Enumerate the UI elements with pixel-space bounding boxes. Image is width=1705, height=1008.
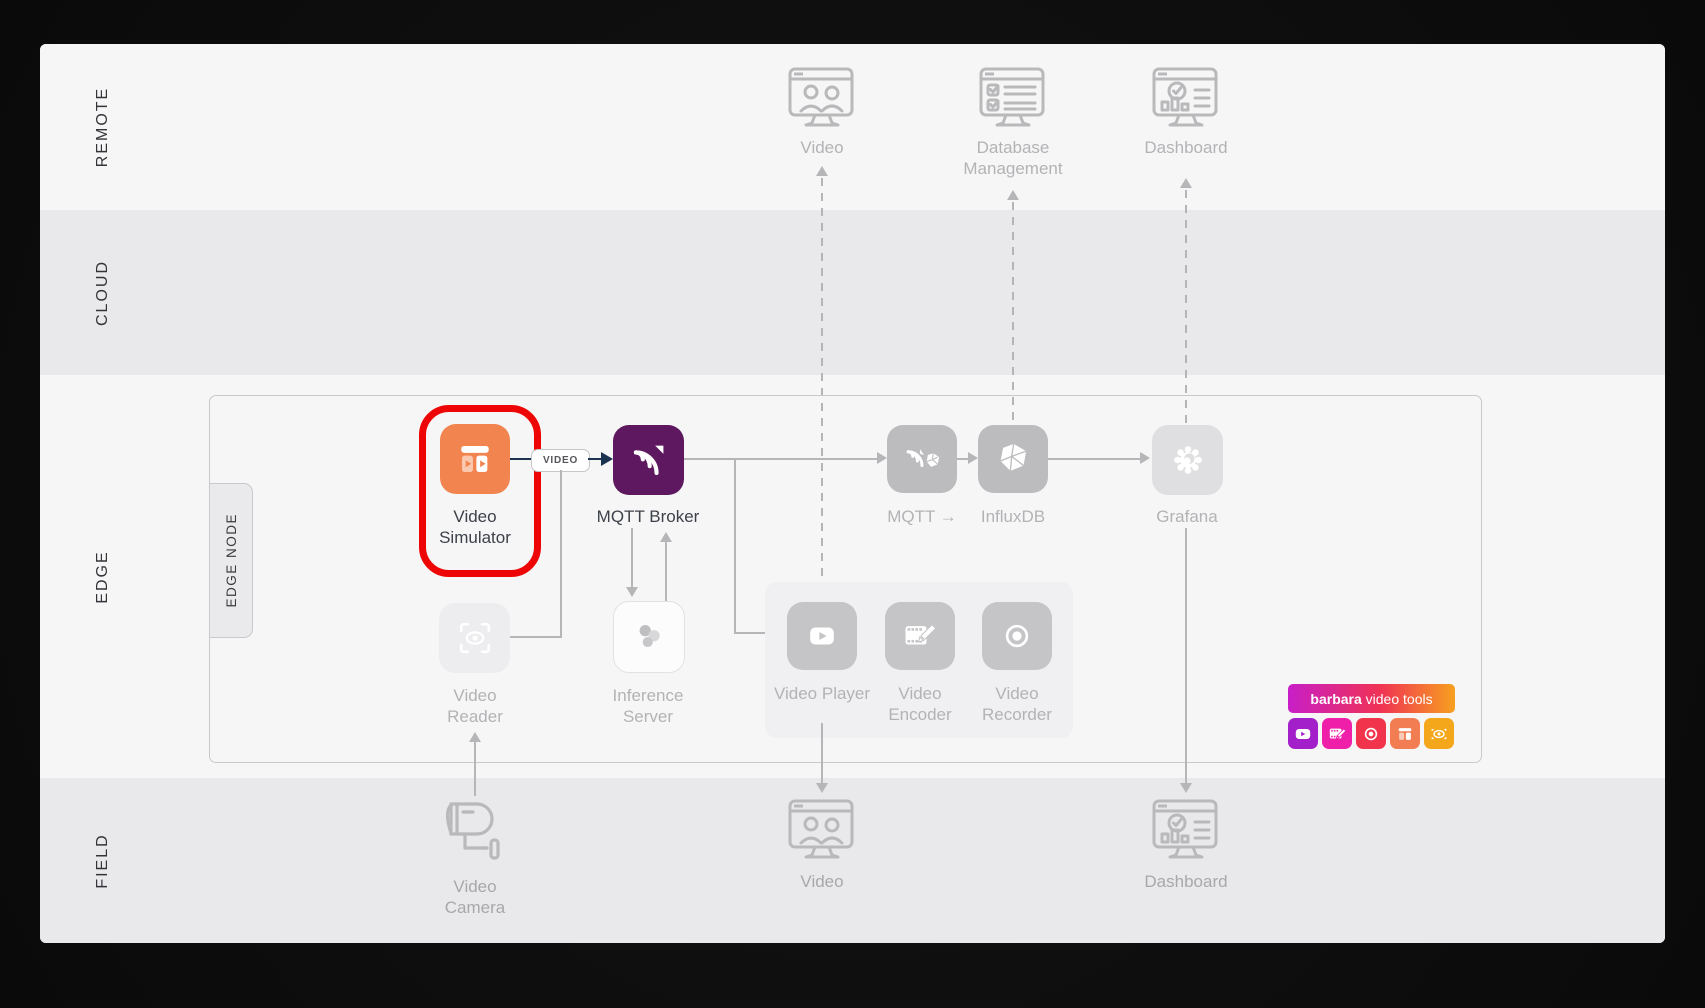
mqtt-influx-bridge-icon: [906, 449, 940, 468]
lane-field-label: FIELD: [94, 832, 111, 889]
lane-cloud: CLOUD: [40, 210, 1665, 375]
arrow-down-field-video: [816, 783, 828, 793]
flow-branch-down: [734, 458, 736, 634]
remote-database-label: Database Management: [963, 138, 1063, 178]
influxdb-node[interactable]: [978, 425, 1048, 493]
influxdb-label: InfluxDB: [980, 507, 1046, 526]
mqtt-broker-icon: [633, 445, 663, 476]
field-dashboard-monitor-icon: [1151, 798, 1221, 869]
dashed-link-influxdb-database: [1012, 202, 1014, 425]
grafana-label: Grafana: [1156, 507, 1218, 526]
inference-server-icon: [639, 625, 660, 648]
link-inference-to-broker: [665, 542, 667, 602]
mqtt-broker-node[interactable]: [613, 425, 684, 495]
arrow-into-broker: [601, 452, 613, 466]
inference-server-label: Inference Server: [612, 686, 684, 726]
flow-tag-to-broker: [588, 458, 603, 460]
dashed-link-grafana-dashboard: [1185, 190, 1187, 425]
video-reader-label: Video Reader: [447, 686, 503, 726]
remote-dashboard-label: Dashboard: [1144, 138, 1228, 157]
edge-node-tab: EDGE NODE: [209, 483, 253, 638]
arrow-into-grafana: [1140, 452, 1150, 464]
video-recorder-icon: [1005, 624, 1029, 648]
arrow-up-to-remote-dashboard: [1180, 178, 1192, 188]
field-video-label: Video: [800, 872, 844, 891]
arrow-up-to-remote-video: [816, 166, 828, 176]
arrow-into-bridge: [877, 452, 887, 464]
video-simulator-label: Video Simulator: [439, 507, 511, 547]
grafana-icon: [1173, 446, 1202, 474]
logo-brand: barbara: [1310, 690, 1362, 707]
field-camera-icon: [433, 792, 517, 879]
logo-tile-reader-icon: [1424, 718, 1454, 749]
link-broker-to-inference: [631, 528, 633, 588]
selection-highlight-ring: [419, 405, 541, 577]
video-reader-icon: [459, 622, 490, 654]
video-stream-tag: VIDEO: [531, 449, 590, 472]
remote-database-monitor-icon: [978, 66, 1048, 137]
arrow-down-inference: [626, 587, 638, 597]
barbara-video-tools-logo: barbara video tools: [1288, 684, 1455, 713]
logo-tile-recorder-icon: [1356, 718, 1386, 749]
lane-edge-label: EDGE: [94, 549, 111, 604]
field-dashboard-label: Dashboard: [1144, 872, 1228, 891]
logo-tile-player-icon: [1288, 718, 1318, 749]
video-encoder-label: Video Encoder: [888, 684, 952, 724]
field-video-monitor-icon: [787, 798, 857, 869]
video-reader-node[interactable]: [439, 603, 510, 673]
video-simulator-node[interactable]: [440, 424, 510, 494]
lane-remote-label: REMOTE: [94, 86, 111, 168]
arrow-up-video-reader: [469, 732, 481, 742]
flow-simulator-to-tag: [510, 458, 531, 460]
diagram-canvas: REMOTE CLOUD EDGE FIELD Video: [40, 44, 1665, 943]
video-player-icon: [810, 627, 834, 645]
flow-reader-junction-vertical: [560, 470, 562, 636]
remote-video-label: Video: [800, 138, 844, 157]
inference-server-node[interactable]: [613, 601, 685, 673]
mqtt-broker-label: MQTT Broker: [596, 507, 700, 526]
flow-bridge-to-influx: [957, 458, 970, 460]
arrow-up-to-database-management: [1007, 190, 1019, 200]
mqtt-bridge-label: MQTT →: [887, 507, 957, 526]
link-grafana-field-dashboard: [1185, 528, 1187, 784]
logo-tile-simulator-icon: [1390, 718, 1420, 749]
lane-cloud-label: CLOUD: [94, 259, 111, 326]
link-camera-reader: [474, 742, 476, 796]
logo-product: video tools: [1365, 690, 1433, 707]
video-encoder-icon: [905, 624, 936, 645]
flow-reader-junction-horizontal: [510, 636, 562, 638]
edge-node-tab-label: EDGE NODE: [223, 513, 239, 608]
influxdb-icon: [1000, 443, 1027, 471]
remote-dashboard-monitor-icon: [1151, 66, 1221, 137]
video-player-node[interactable]: [787, 602, 857, 670]
arrow-into-influx: [968, 452, 978, 464]
video-recorder-node[interactable]: [982, 602, 1052, 670]
grafana-node[interactable]: [1152, 425, 1223, 495]
arrow-up-broker: [660, 532, 672, 542]
flow-influx-to-grafana: [1048, 458, 1141, 460]
mqtt-bridge-node[interactable]: [887, 425, 957, 493]
link-player-field-video: [821, 723, 823, 784]
flow-branch-to-player: [734, 632, 776, 634]
video-recorder-label: Video Recorder: [982, 684, 1052, 724]
logo-tile-encoder-icon: [1322, 718, 1352, 749]
video-player-label: Video Player: [773, 684, 871, 703]
field-camera-label: Video Camera: [444, 877, 506, 917]
video-simulator-icon: [461, 445, 489, 473]
dashed-link-player-remote-video: [821, 178, 823, 600]
arrow-down-field-dashboard: [1180, 783, 1192, 793]
remote-video-monitor-icon: [787, 66, 857, 137]
video-encoder-node[interactable]: [885, 602, 955, 670]
flow-broker-to-bridge: [684, 458, 878, 460]
